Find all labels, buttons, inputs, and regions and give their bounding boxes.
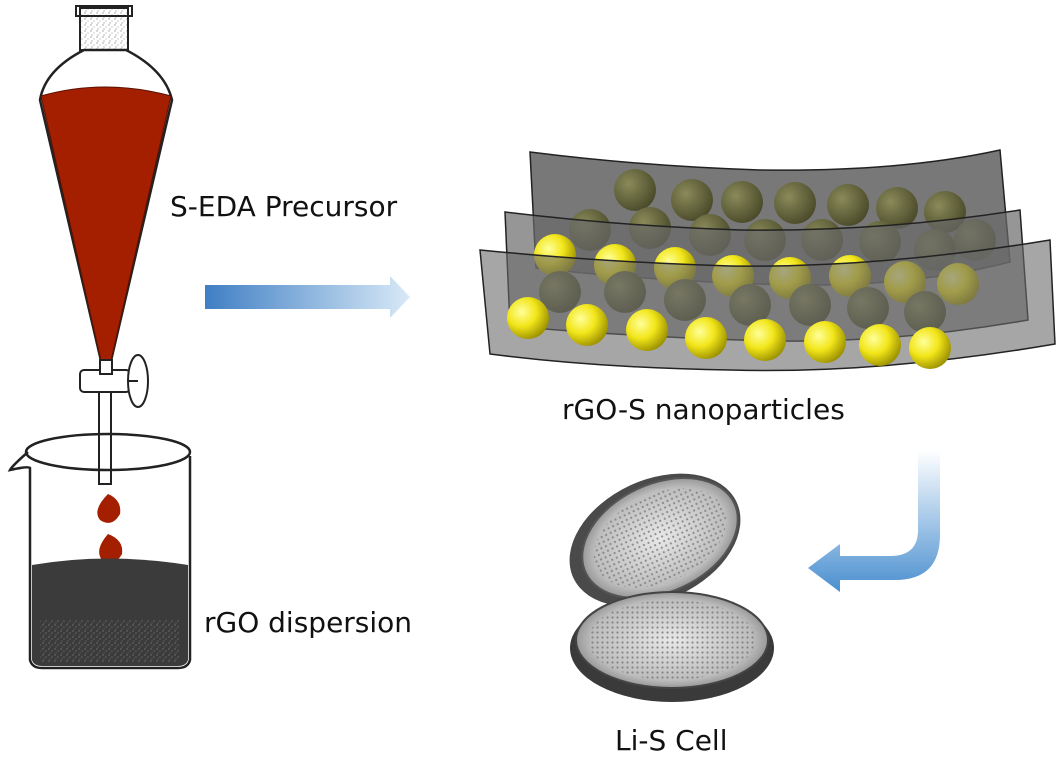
precursor-drop [99,534,123,563]
sulfur-particles-front [507,297,951,369]
funnel-stopper [79,7,129,51]
beaker [7,432,192,670]
graphene-sheet [479,239,1056,372]
coin-cells [569,473,774,702]
dispersion-label: rGO dispersion [204,606,413,639]
rgo-s-nanoparticles-illustration [479,149,1056,372]
precursor-label: S-EDA Precursor [170,190,398,223]
precursor-liquid [40,86,172,366]
precursor-drop [97,494,121,523]
separatory-funnel [38,5,174,485]
cell-label: Li-S Cell [615,724,728,757]
process-arrow-curved [808,450,940,592]
funnel-stem [98,391,112,485]
nanoparticles-label: rGO-S nanoparticles [562,393,845,426]
process-arrow-right [205,276,410,318]
